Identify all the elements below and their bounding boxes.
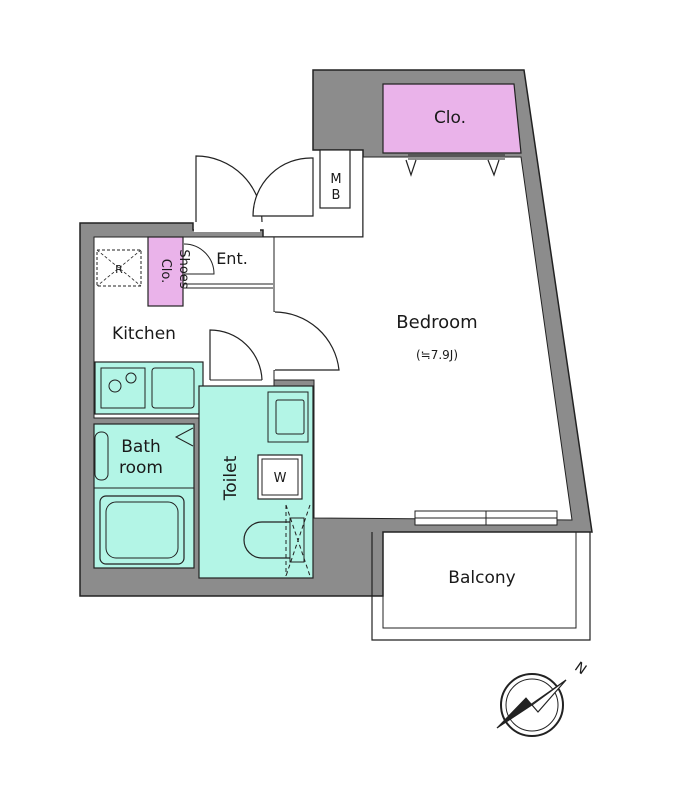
stove xyxy=(100,367,146,409)
bath-label-line2: room xyxy=(119,458,163,478)
kitchen-label: Kitchen xyxy=(112,324,176,344)
side-door-swing xyxy=(252,157,314,217)
bath-label-line1: Bath xyxy=(121,437,161,457)
balcony-inner xyxy=(382,532,577,629)
meter-box xyxy=(319,149,351,209)
bedroom-label: Bedroom xyxy=(396,312,477,333)
bedroom-door-swing xyxy=(273,311,340,371)
bathtub-inner xyxy=(105,501,179,559)
closet-label: Clo. xyxy=(434,108,466,128)
balcony-outer xyxy=(371,532,591,641)
closet xyxy=(382,83,522,154)
toilet-label: Toilet xyxy=(221,455,241,501)
shoes-closet-label: Shoes Clo. xyxy=(158,249,191,292)
refrigerator-label: R xyxy=(115,263,123,276)
closet-door-left xyxy=(405,159,417,177)
toilet-bowl xyxy=(243,521,290,559)
front-door-swing xyxy=(195,155,263,223)
compass-north-label: N xyxy=(571,659,589,678)
entrance-inner-door xyxy=(183,243,215,275)
compass-needle-south xyxy=(496,697,533,729)
washer-label: W xyxy=(274,471,287,486)
bedroom-floor xyxy=(272,156,573,521)
compass-icon: N xyxy=(496,659,589,737)
bedroom-size-label: (≒7.9J) xyxy=(416,348,458,362)
stove-burner-right-icon xyxy=(125,372,137,384)
closet-door-right xyxy=(487,159,500,177)
kitchen-sink xyxy=(151,367,195,409)
balcony-label: Balcony xyxy=(448,568,515,588)
stove-burner-left-icon xyxy=(108,379,122,393)
kitchen-door-swing xyxy=(209,329,263,381)
door-gap-front xyxy=(194,222,260,232)
bath-door-icon xyxy=(174,427,194,447)
meter-box-label-m: M xyxy=(330,172,341,187)
compass-needle-north xyxy=(531,679,567,713)
toilet-tank xyxy=(289,517,305,563)
bath-sink xyxy=(94,431,109,481)
shoes-closet xyxy=(147,236,184,307)
meter-box-label-b: B xyxy=(332,188,341,203)
washer-inner xyxy=(261,458,299,496)
wash-basin-bowl xyxy=(275,399,305,435)
entrance-label: Ent. xyxy=(216,249,248,268)
